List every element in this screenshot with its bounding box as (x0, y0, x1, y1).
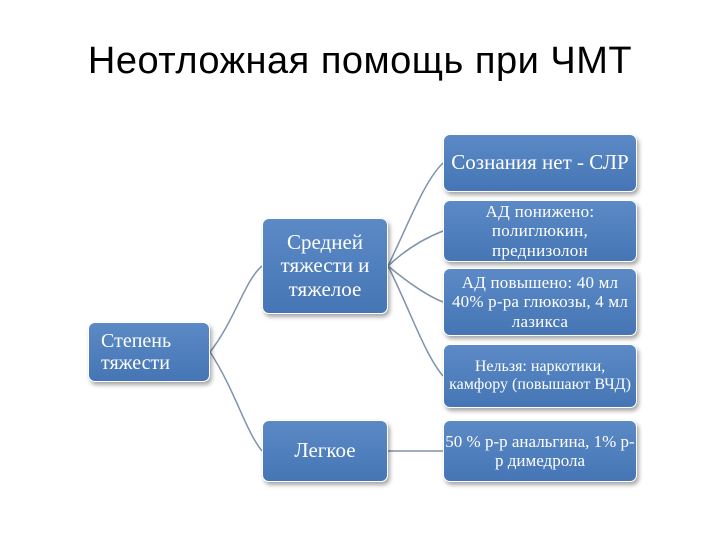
node-light: Легкое (262, 420, 388, 482)
slide-title: Неотложная помощь при ЧМТ (87, 40, 633, 82)
node-forbidden-label: Нельзя: наркотики, камфору (повышают ВЧД… (449, 358, 631, 393)
connector-moderate-bplow (387, 230, 444, 267)
node-bp-low-label: АД понижено: полиглюкин, преднизолон (485, 202, 595, 260)
connector-severity-light (209, 351, 263, 452)
connector-moderate-forbidden (387, 265, 444, 377)
node-moderate-label: Средней тяжести и тяжелое (280, 229, 370, 301)
node-bp-high-label: АД повышено: 40 мл 40% р-ра глюкозы, 4 м… (451, 273, 629, 331)
connector-moderate-bphigh (387, 265, 444, 303)
node-severity-label: Степень тяжести (101, 329, 172, 374)
node-analgin-label: 50 % р-р анальгина, 1% р-р димедрола (445, 431, 635, 470)
node-analgin: 50 % р-р анальгина, 1% р-р димедрола (443, 420, 637, 482)
node-light-label: Легкое (294, 438, 356, 463)
node-forbidden: Нельзя: наркотики, камфору (повышают ВЧД… (443, 344, 637, 408)
node-cpr: Сознания нет - СЛР (443, 134, 637, 192)
node-moderate-severe: Средней тяжести и тяжелое (262, 218, 388, 314)
connector-severity-moderate (209, 265, 263, 353)
node-severity: Степень тяжести (88, 322, 210, 382)
connector-moderate-cpr (387, 162, 444, 267)
node-bp-high: АД повышено: 40 мл 40% р-ра глюкозы, 4 м… (443, 268, 637, 336)
node-cpr-label: Сознания нет - СЛР (451, 150, 629, 175)
node-bp-low: АД понижено: полиглюкин, преднизолон (443, 200, 637, 262)
